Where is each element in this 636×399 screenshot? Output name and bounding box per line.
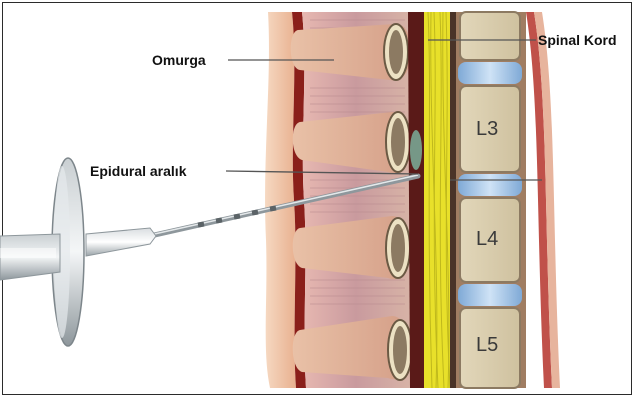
disc-3 bbox=[458, 284, 522, 306]
label-vertebra-l3: L3 bbox=[476, 118, 498, 141]
disc-1 bbox=[458, 62, 522, 84]
label-vertebra-l4: L4 bbox=[476, 228, 498, 251]
spinal-cord-band bbox=[424, 12, 454, 388]
needle-hub bbox=[86, 228, 156, 256]
label-vertebra-l5: L5 bbox=[476, 334, 498, 357]
vertebral-column bbox=[456, 12, 526, 388]
label-epidural-space: Epidural aralık bbox=[90, 163, 186, 179]
skin-layer bbox=[265, 12, 296, 388]
epidural-fat bbox=[410, 130, 422, 170]
vertebra-top bbox=[460, 12, 520, 60]
epidural-space bbox=[408, 12, 424, 388]
label-spine: Omurga bbox=[152, 52, 206, 68]
disc-2 bbox=[458, 174, 522, 196]
label-spinal-cord: Spinal Kord bbox=[538, 32, 617, 48]
